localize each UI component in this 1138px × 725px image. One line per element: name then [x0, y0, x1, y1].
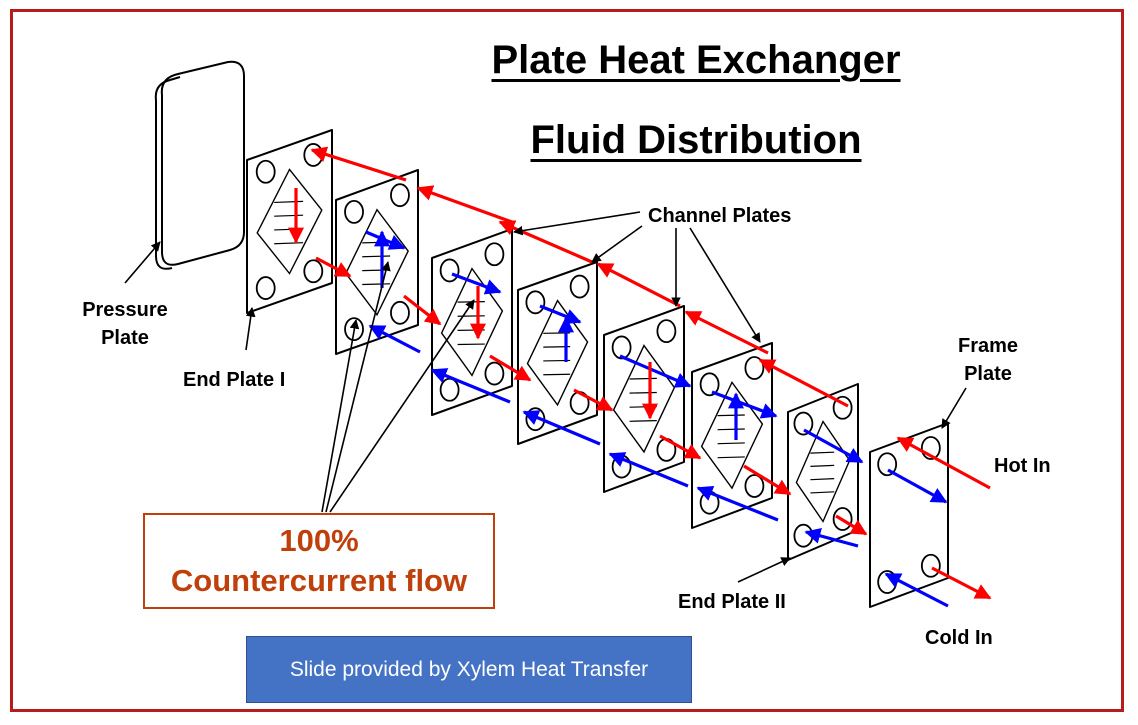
end-plate-1-label: End Plate I	[183, 369, 286, 391]
title-line-2: Fluid Distribution	[530, 118, 862, 162]
channel-leader-2	[591, 225, 643, 263]
callout-line-1: 100%	[279, 523, 359, 558]
frame-plate-label-line1: Frame	[957, 335, 1019, 357]
slide-border	[10, 9, 1124, 712]
channel-plate	[335, 169, 419, 355]
end-plate-1-leader	[245, 307, 256, 351]
leader-lines	[124, 211, 967, 583]
countercurrent-leader-3	[329, 299, 475, 513]
pressure-plate	[154, 60, 245, 270]
channel-leader-1	[513, 211, 641, 236]
end-plate-2	[787, 383, 859, 561]
credit-banner: Slide provided by Xylem Heat Transfer	[246, 636, 692, 703]
pressure-plate-leader	[124, 241, 161, 284]
hot-in-label: Hot In	[994, 455, 1051, 477]
credit-text: Slide provided by Xylem Heat Transfer	[289, 657, 649, 681]
callout-line-2: Countercurrent flow	[170, 563, 468, 598]
countercurrent-leader-1	[321, 319, 360, 513]
channel-plates-label: Channel Plates	[648, 205, 792, 227]
frame-plate-label: Frame Plate	[958, 332, 1018, 388]
frame-plate-label-line2: Plate	[964, 363, 1012, 385]
frame-plate	[869, 422, 949, 608]
channel-leader-4	[689, 227, 761, 343]
end-plate-2-label: End Plate II	[678, 591, 786, 613]
pressure-plate-label-line1: Pressure	[82, 299, 168, 321]
cold-in-label: Cold In	[925, 627, 993, 649]
pressure-plate-label: Pressure Plate	[82, 296, 168, 352]
channel-plate	[691, 342, 773, 529]
title-line-1: Plate Heat Exchanger	[491, 38, 901, 82]
frame-plate-leader	[941, 387, 967, 429]
end-plate-1	[246, 129, 333, 314]
pressure-plate-label-line2: Plate	[101, 327, 149, 349]
channel-plate	[517, 261, 598, 445]
channel-plate	[603, 305, 685, 493]
countercurrent-callout: 100% Countercurrent flow	[143, 513, 495, 609]
countercurrent-leader-2	[325, 261, 391, 513]
end-plate-2-leader	[737, 557, 791, 583]
